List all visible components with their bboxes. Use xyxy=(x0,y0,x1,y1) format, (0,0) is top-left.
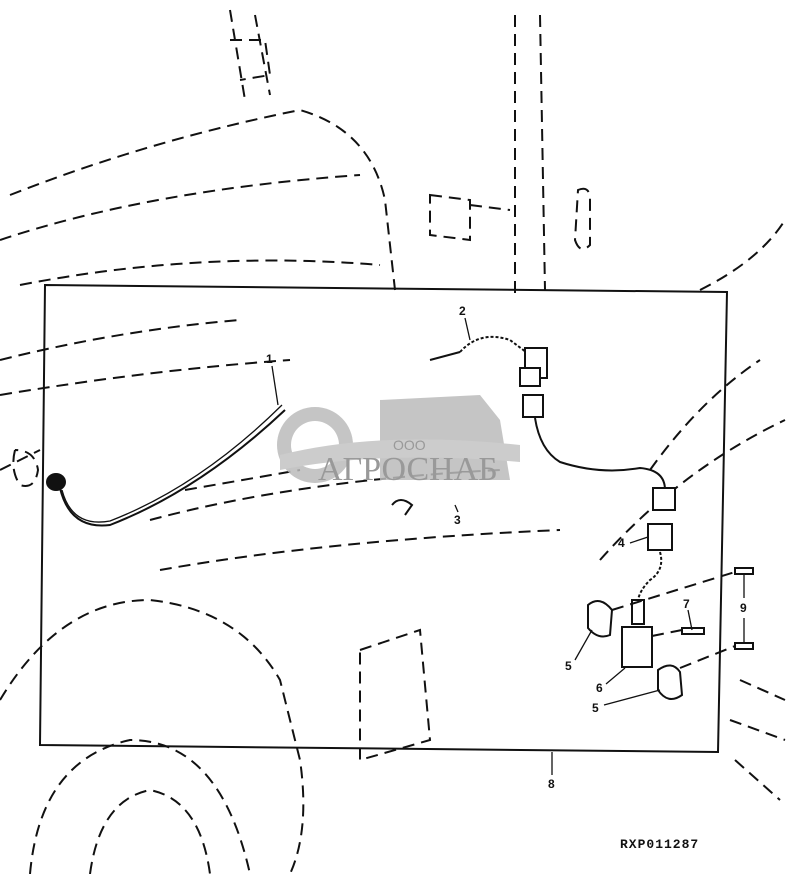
watermark-prefix: ООО xyxy=(393,437,426,453)
callout-5a: 5 xyxy=(565,659,572,673)
callout-1: 1 xyxy=(266,352,273,366)
callout-6: 6 xyxy=(596,681,603,695)
sensor-hardware xyxy=(587,567,754,700)
wiring-harness xyxy=(46,336,676,625)
detail-frame xyxy=(38,283,729,754)
callout-8: 8 xyxy=(548,777,555,791)
callout-9: 9 xyxy=(740,601,747,615)
leader-lines xyxy=(271,317,745,775)
callout-5b: 5 xyxy=(592,701,599,715)
figure-code: RXP011287 xyxy=(620,837,699,852)
watermark-logo: ООО АГРОСНАБ xyxy=(277,395,520,488)
callout-4: 4 xyxy=(618,536,625,550)
callout-2: 2 xyxy=(459,304,466,318)
callout-3: 3 xyxy=(454,513,461,527)
tractor-outline xyxy=(0,9,786,874)
callout-7: 7 xyxy=(683,597,690,611)
watermark-name: АГРОСНАБ xyxy=(318,451,498,488)
